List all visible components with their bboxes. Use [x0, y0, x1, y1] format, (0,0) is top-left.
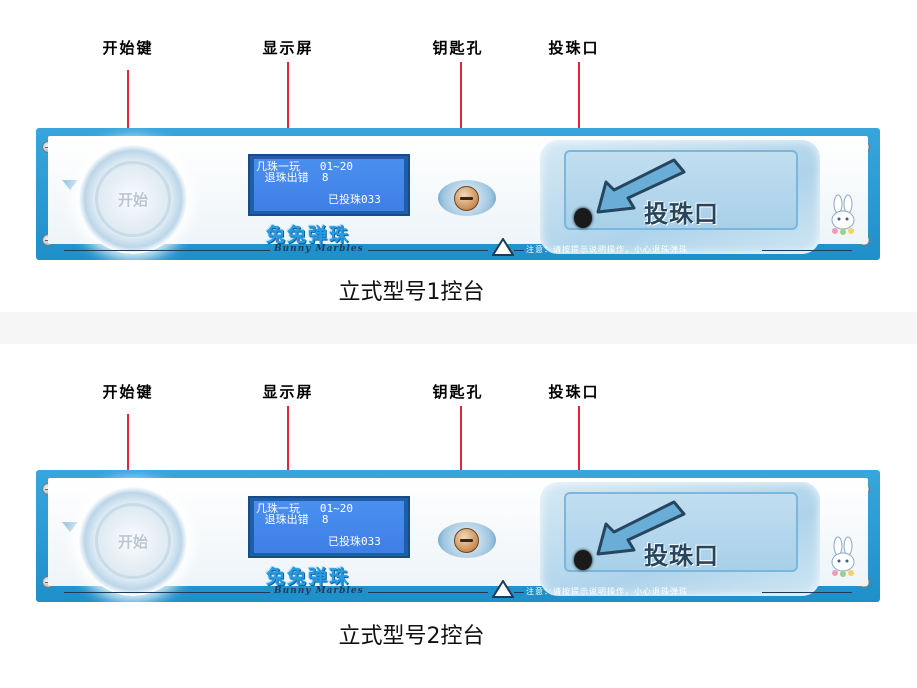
lcd-line-3: 已投珠033	[328, 193, 381, 206]
key-cylinder	[454, 186, 479, 211]
callout-start-key: 开始键	[102, 383, 154, 401]
callout-coin-slot: 投珠口	[548, 383, 600, 401]
lcd-line-2: 退珠出错 8	[258, 171, 329, 184]
coin-slot-frame	[564, 150, 798, 230]
start-button-ring[interactable]: 开始	[78, 144, 188, 254]
warning-icon	[492, 580, 514, 598]
lcd-line-1: 几珠一玩 01~20	[256, 160, 353, 173]
notice-text: 注意：请按提示说明操作，小心退珠弹珠	[526, 587, 688, 596]
start-button[interactable]: 开始	[95, 161, 171, 237]
leader-display	[287, 62, 289, 182]
callout-key-hole: 钥匙孔	[432, 383, 484, 401]
arrow-icon	[596, 158, 686, 214]
panel-face: 开始 几珠一玩 01~20 退珠出错 8 已投珠033 兔兔弹珠	[48, 136, 868, 254]
coin-slot-area: 投珠口	[540, 482, 820, 596]
caption-model-1: 立式型号1控台	[338, 280, 485, 305]
brand-logo-cn: 兔兔弹珠	[266, 224, 351, 246]
start-button-label: 开始	[117, 532, 148, 551]
callout-display: 显示屏	[262, 39, 314, 57]
console-panel: 开始 几珠一玩 01~20 退珠出错 8 已投珠033 兔兔弹珠	[36, 128, 880, 260]
start-button-ring[interactable]: 开始	[78, 486, 188, 596]
caption-model-2: 立式型号2控台	[338, 624, 485, 649]
key-cylinder	[454, 528, 479, 553]
notice-text: 注意：请按提示说明操作，小心退珠弹珠	[526, 245, 688, 254]
separator-band	[0, 312, 917, 344]
key-hole[interactable]	[438, 180, 496, 216]
coin-slot-label: 投珠口	[644, 542, 719, 570]
arrow-icon	[596, 500, 686, 556]
leader-display	[287, 406, 289, 526]
console-panel: 开始 几珠一玩 01~20 退珠出错 8 已投珠033 兔兔弹珠	[36, 470, 880, 602]
brand-logo-cn: 兔兔弹珠	[266, 566, 351, 588]
coin-slot-hole[interactable]	[574, 550, 592, 570]
callout-key-hole: 钥匙孔	[432, 39, 484, 57]
lcd-line-3: 已投珠033	[328, 535, 381, 548]
bunny-icon	[831, 536, 855, 577]
coin-slot-label: 投珠口	[644, 200, 719, 228]
brand-logo-en: Bunny Marbles	[274, 244, 364, 254]
footer-strip: Bunny Marbles 注意：请按提示说明操作，小心退珠弹珠	[48, 238, 868, 256]
bunny-icon	[831, 194, 855, 235]
triangle-mark	[62, 180, 78, 190]
start-button-label: 开始	[117, 190, 148, 209]
coin-slot-area: 投珠口	[540, 140, 820, 254]
coin-slot-hole[interactable]	[574, 208, 592, 228]
console-section-2: 开始键 显示屏 钥匙孔 投珠口 开始 几珠一玩 01~20 退珠出错 8 已投珠…	[0, 344, 917, 688]
start-button[interactable]: 开始	[95, 503, 171, 579]
callout-start-key: 开始键	[102, 39, 154, 57]
lcd-display: 几珠一玩 01~20 退珠出错 8 已投珠033	[248, 496, 410, 558]
panel-face: 开始 几珠一玩 01~20 退珠出错 8 已投珠033 兔兔弹珠	[48, 478, 868, 596]
callout-coin-slot: 投珠口	[548, 39, 600, 57]
callout-display: 显示屏	[262, 383, 314, 401]
lcd-line-2: 退珠出错 8	[258, 513, 329, 526]
lcd-line-1: 几珠一玩 01~20	[256, 502, 353, 515]
key-hole[interactable]	[438, 522, 496, 558]
triangle-mark	[62, 522, 78, 532]
warning-icon	[492, 238, 514, 256]
lcd-display: 几珠一玩 01~20 退珠出错 8 已投珠033	[248, 154, 410, 216]
footer-strip: Bunny Marbles 注意：请按提示说明操作，小心退珠弹珠	[48, 580, 868, 598]
brand-logo-en: Bunny Marbles	[274, 586, 364, 596]
console-section-1: 开始键 显示屏 钥匙孔 投珠口 开始 几珠一玩 01~20 退珠出错 8 已投珠…	[36, 39, 880, 305]
